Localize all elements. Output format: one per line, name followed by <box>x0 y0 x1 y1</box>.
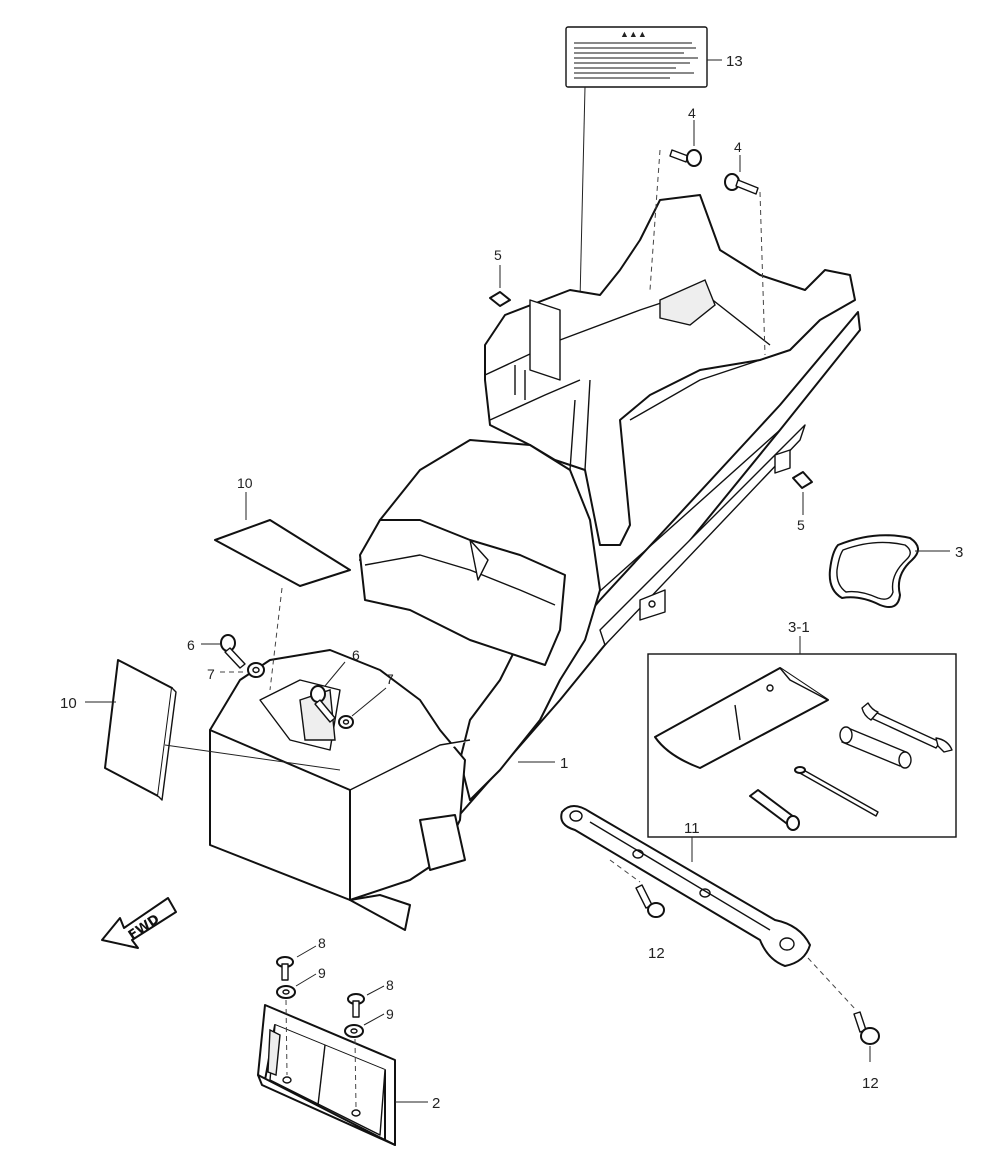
clip-nut-5-left <box>489 291 511 307</box>
callout-10b: 10 <box>60 695 77 712</box>
screw-8-right <box>347 993 365 1018</box>
bolt-12-left <box>635 884 665 918</box>
foam-pad-10-left <box>104 659 177 801</box>
callout-12a: 12 <box>648 945 665 962</box>
callout-4b: 4 <box>734 139 742 155</box>
foam-pad-10-upper <box>214 519 351 587</box>
callout-3: 3 <box>955 544 963 561</box>
callout-10a: 10 <box>237 475 253 491</box>
tool-bag <box>654 667 829 769</box>
clip-nut-5-right <box>792 471 813 489</box>
screw-8-left <box>276 956 294 981</box>
callout-11: 11 <box>684 820 700 837</box>
callout-9b: 9 <box>386 1006 394 1022</box>
callout-12b: 12 <box>862 1075 879 1092</box>
warning-label-text-lines <box>574 42 698 79</box>
callout-2: 2 <box>432 1095 440 1112</box>
screwdriver-handle <box>749 789 800 831</box>
washer-9-left <box>276 985 296 999</box>
callout-13: 13 <box>726 53 743 70</box>
callout-5b: 5 <box>797 517 805 533</box>
callout-4a: 4 <box>688 105 696 121</box>
callout-7b: 7 <box>386 671 394 687</box>
callout-8a: 8 <box>318 935 326 951</box>
bolt-4-upper-right <box>724 173 759 195</box>
bolt-12-right <box>853 1011 880 1045</box>
callout-9a: 9 <box>318 965 326 981</box>
rubber-band-part <box>828 534 919 608</box>
washer-9-right <box>344 1024 364 1038</box>
combination-spanner <box>861 702 953 753</box>
warning-label-part: ▲▲▲ <box>565 26 708 88</box>
brace-11 <box>560 805 811 967</box>
washer-7-left <box>247 662 265 678</box>
bracket-2 <box>257 1004 396 1146</box>
callout-3-1: 3-1 <box>788 619 810 636</box>
callout-6a: 6 <box>187 637 195 653</box>
callout-8b: 8 <box>386 977 394 993</box>
callout-5a: 5 <box>494 247 502 263</box>
bolt-6-right <box>310 685 336 723</box>
callout-7a: 7 <box>207 666 215 682</box>
bolt-4-upper-left <box>669 149 702 167</box>
screwdriver <box>794 766 879 817</box>
callout-1: 1 <box>560 755 568 772</box>
warning-label-header: ▲▲▲ <box>620 29 647 39</box>
bolt-6-left <box>220 634 246 669</box>
washer-7-right <box>338 715 354 729</box>
forward-direction-arrow: FWD <box>101 897 177 949</box>
box-wrench <box>839 726 912 769</box>
callout-6b: 6 <box>352 647 360 663</box>
tool-kit-box <box>647 653 957 838</box>
